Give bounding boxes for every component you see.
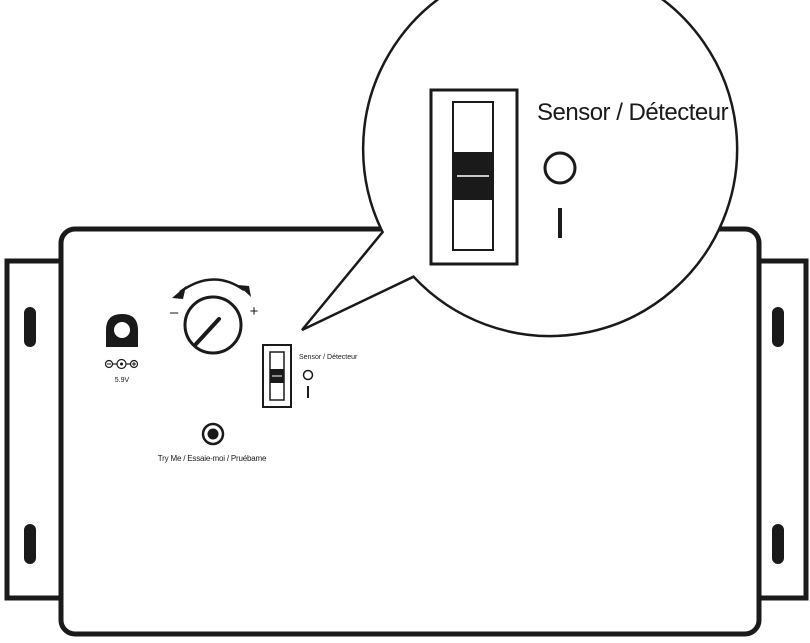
power-voltage-label: 5.9V (115, 377, 130, 384)
sensor-switch-zoomed (429, 88, 519, 266)
rotation-arrow-icon (172, 278, 251, 299)
knob-plus-label: + (250, 303, 259, 320)
sensor-switch-small[interactable] (262, 344, 292, 408)
right-slot-top (772, 307, 784, 347)
knob-pointer (194, 317, 221, 346)
left-slot-top (24, 307, 36, 347)
knob-minus-label: – (170, 304, 179, 321)
right-slot-bottom (772, 524, 784, 564)
left-slot-bottom (24, 524, 36, 564)
polarity-symbol-icon (104, 358, 139, 370)
rotary-knob[interactable] (183, 295, 243, 355)
try-me-button[interactable] (201, 422, 225, 446)
zoom-callout (301, 0, 739, 338)
led-indicator-zoomed-icon (543, 151, 577, 185)
sensor-label-zoomed: Sensor / Détecteur (537, 99, 729, 126)
led-indicator-icon (302, 369, 314, 381)
left-mounting-bracket (4, 258, 68, 601)
try-me-label: Try Me / Essaie-moi / Pruébame (158, 454, 267, 463)
power-jack[interactable] (106, 314, 138, 347)
sensor-label-small: Sensor / Détecteur (299, 354, 358, 361)
